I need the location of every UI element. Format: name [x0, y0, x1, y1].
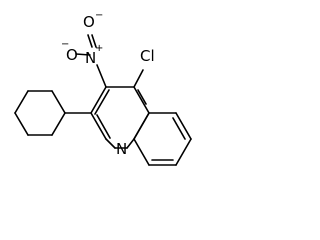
bond	[137, 89, 147, 105]
bond	[133, 112, 150, 140]
atom-label-oxygen: O	[83, 13, 95, 31]
bond	[51, 112, 66, 136]
bond	[94, 89, 110, 115]
atom-label-oxygen: O	[66, 46, 78, 64]
atom-label-nitro-nitrogen: N	[85, 49, 96, 67]
pyridine-ring	[90, 86, 150, 149]
bond	[87, 34, 93, 48]
bond	[75, 53, 91, 56]
chemical-structure: O − N + − O Cl N	[14, 10, 192, 166]
bond	[133, 69, 144, 88]
bond	[96, 64, 107, 88]
bond	[51, 90, 66, 114]
charge-label-plus: +	[95, 43, 103, 54]
bond	[105, 138, 116, 149]
atom-label-chlorine: Cl	[140, 47, 155, 65]
bond	[133, 86, 150, 114]
benzene-ring	[133, 112, 192, 166]
bond	[90, 86, 107, 114]
cyclohexyl-ring	[14, 90, 66, 136]
bond	[175, 138, 192, 166]
bond	[172, 117, 186, 140]
bond	[14, 90, 29, 114]
atom-label-ring-nitrogen: N	[116, 140, 127, 158]
bond	[175, 112, 192, 140]
bond	[14, 112, 29, 136]
bond	[90, 112, 107, 140]
bond	[133, 138, 150, 166]
charge-label-minus: −	[61, 39, 69, 50]
bond	[96, 114, 111, 139]
charge-label-minus: −	[95, 10, 103, 21]
bond	[126, 138, 135, 149]
bond	[91, 34, 97, 48]
